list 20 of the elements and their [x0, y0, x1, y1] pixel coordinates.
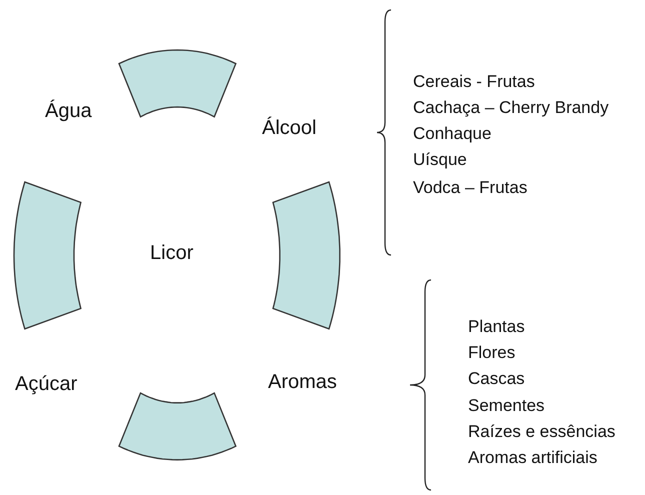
list-item: Cereais - Frutas [413, 72, 535, 92]
list-item: Flores [468, 343, 516, 363]
ingredient-label: Álcool [262, 117, 316, 140]
list-item: Uísque [413, 150, 467, 170]
arc-segment [118, 393, 236, 460]
list-item: Raízes e essências [468, 422, 616, 442]
list-item: Cascas [468, 369, 525, 389]
arc-segment [273, 182, 340, 328]
list-item: Sementes [468, 396, 545, 416]
list-item: Vodca – Frutas [413, 178, 528, 198]
arc-segment [14, 182, 81, 328]
list-item: Cachaça – Cherry Brandy [413, 98, 609, 118]
ingredient-label: Aromas [268, 371, 337, 394]
ingredient-label: Açúcar [15, 373, 78, 396]
list-item: Aromas artificiais [468, 448, 598, 468]
center-label: Licor [150, 242, 194, 265]
list-item: Plantas [468, 317, 525, 337]
arc-segment [118, 50, 236, 117]
list-item: Conhaque [413, 124, 492, 144]
ingredient-label: Água [45, 100, 92, 123]
